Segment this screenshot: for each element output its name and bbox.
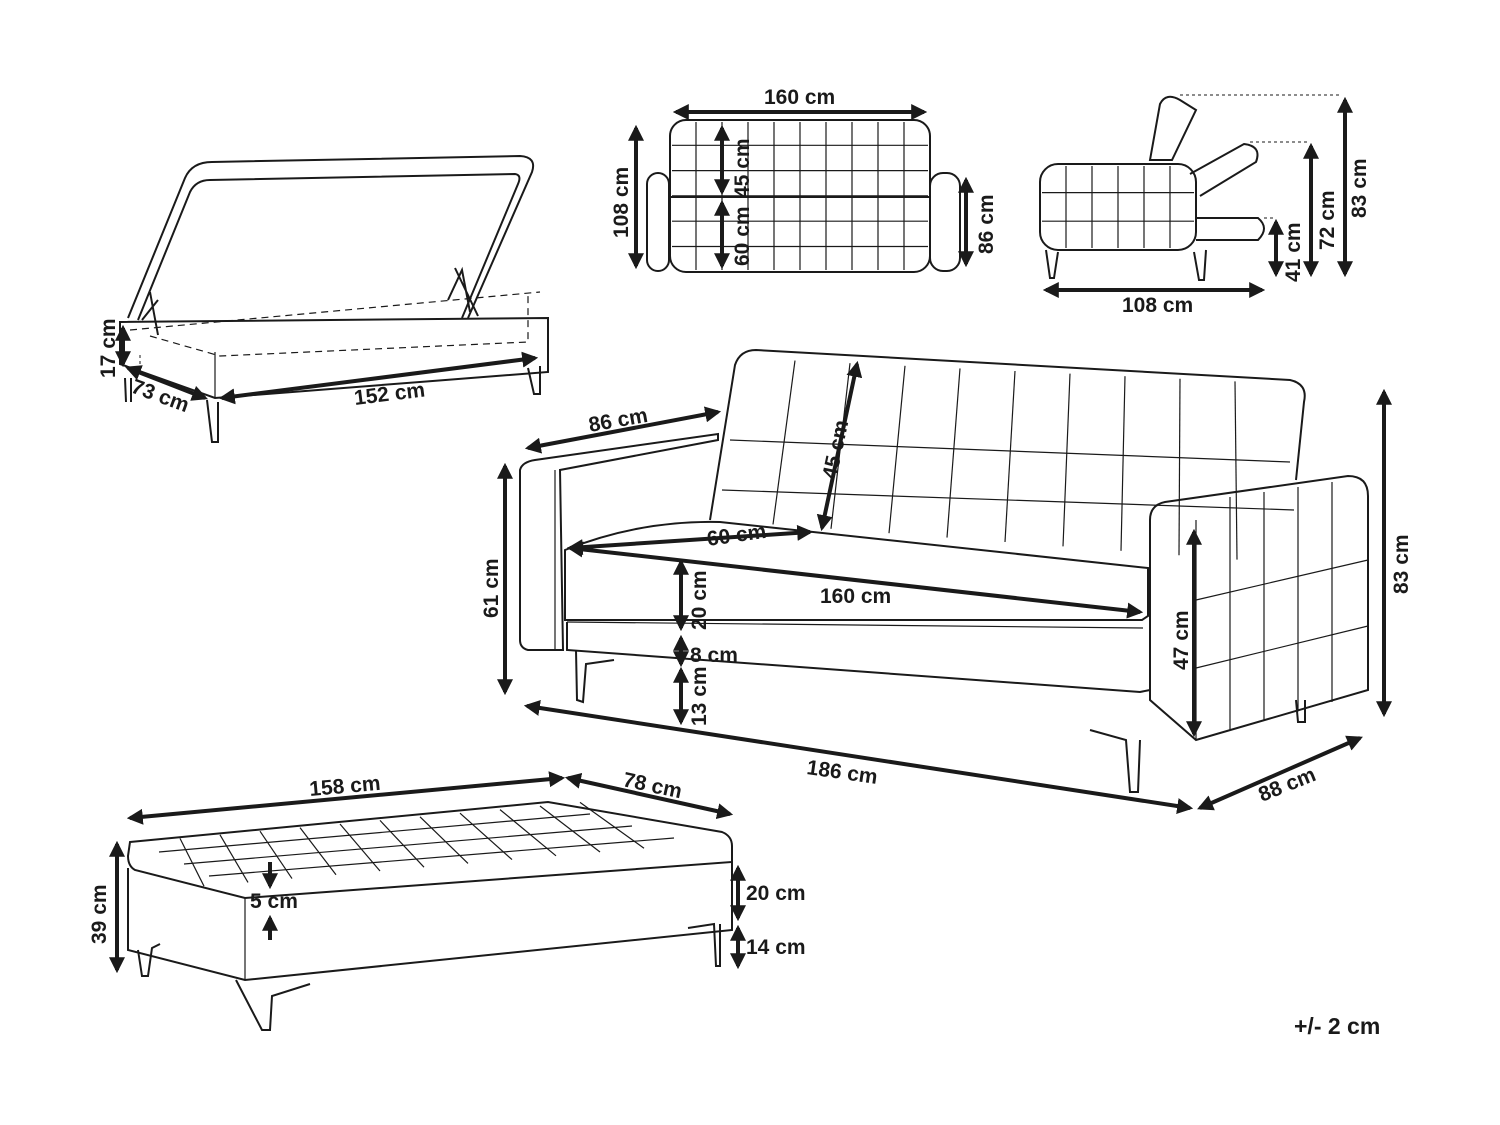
tufting-line xyxy=(259,830,293,879)
tufting-line xyxy=(772,360,796,525)
storage-width-label: 152 cm xyxy=(353,378,427,410)
sofa-leg-label: 13 cm xyxy=(688,666,711,726)
side-view-height-83-label: 83 cm xyxy=(1348,158,1371,218)
storage-dimension-arrows xyxy=(115,324,539,405)
tufting-line xyxy=(183,825,633,865)
tufting-line xyxy=(1195,559,1369,601)
side-view-height-41-label: 41 cm xyxy=(1282,222,1305,282)
ottoman-leg-label: 14 cm xyxy=(746,936,806,959)
top-view-back-label: 45 cm xyxy=(731,138,754,198)
sofa-total-width-label: 186 cm xyxy=(805,756,879,789)
side-view-arrows xyxy=(1042,96,1353,298)
tufting-line xyxy=(946,368,961,538)
sofa-total-height-label: 83 cm xyxy=(1390,534,1413,594)
sofa-arm-height-label: 61 cm xyxy=(480,558,503,618)
tufting-line xyxy=(1062,373,1071,547)
tufting-line xyxy=(208,837,675,877)
tufting-line xyxy=(1178,378,1181,556)
side-view-depth-label: 108 cm xyxy=(1122,294,1193,317)
ottoman-tuft-label: 5 cm xyxy=(250,890,298,913)
tolerance-note: +/- 2 cm xyxy=(1294,1013,1380,1039)
tufting-line xyxy=(1234,381,1238,560)
ottoman-top-label: 20 cm xyxy=(746,882,806,905)
tufting-line xyxy=(299,827,337,876)
top-view-drawing xyxy=(646,119,961,273)
tufting-line xyxy=(219,834,249,883)
top-view-arrows xyxy=(628,104,974,270)
top-view-depth-label: 108 cm xyxy=(610,167,633,238)
tufting-line xyxy=(888,365,906,534)
side-view-height-72-label: 72 cm xyxy=(1316,190,1339,250)
sofa-arm-depth-label: 86 cm xyxy=(587,404,650,437)
storage-height-label: 17 cm xyxy=(97,318,120,378)
sofa-dimension-arrows xyxy=(497,360,1392,814)
tufting-line xyxy=(179,838,205,887)
sofa-cushion-label: 20 cm xyxy=(688,570,711,630)
sofa-back-height-label: 45 cm xyxy=(818,418,853,481)
tufting-line xyxy=(1120,376,1126,551)
sofa-seat-depth-label: 60 cm xyxy=(705,520,767,551)
sofa-seat-width-label: 160 cm xyxy=(820,585,891,608)
side-view-drawing xyxy=(1039,94,1340,281)
sofa-seat-height-label: 47 cm xyxy=(1170,610,1193,670)
ottoman-height-label: 39 cm xyxy=(88,884,111,944)
top-view-width-label: 160 cm xyxy=(764,86,835,109)
ottoman-drawing xyxy=(126,800,733,1031)
top-view-arm-label: 86 cm xyxy=(975,194,998,254)
tufting-line xyxy=(1004,370,1016,543)
tufting-line xyxy=(1195,625,1369,669)
sofa-base-label: 8 cm xyxy=(690,644,738,667)
ottoman-dimension-arrows xyxy=(109,771,746,974)
top-view-seat-label: 60 cm xyxy=(731,206,754,266)
